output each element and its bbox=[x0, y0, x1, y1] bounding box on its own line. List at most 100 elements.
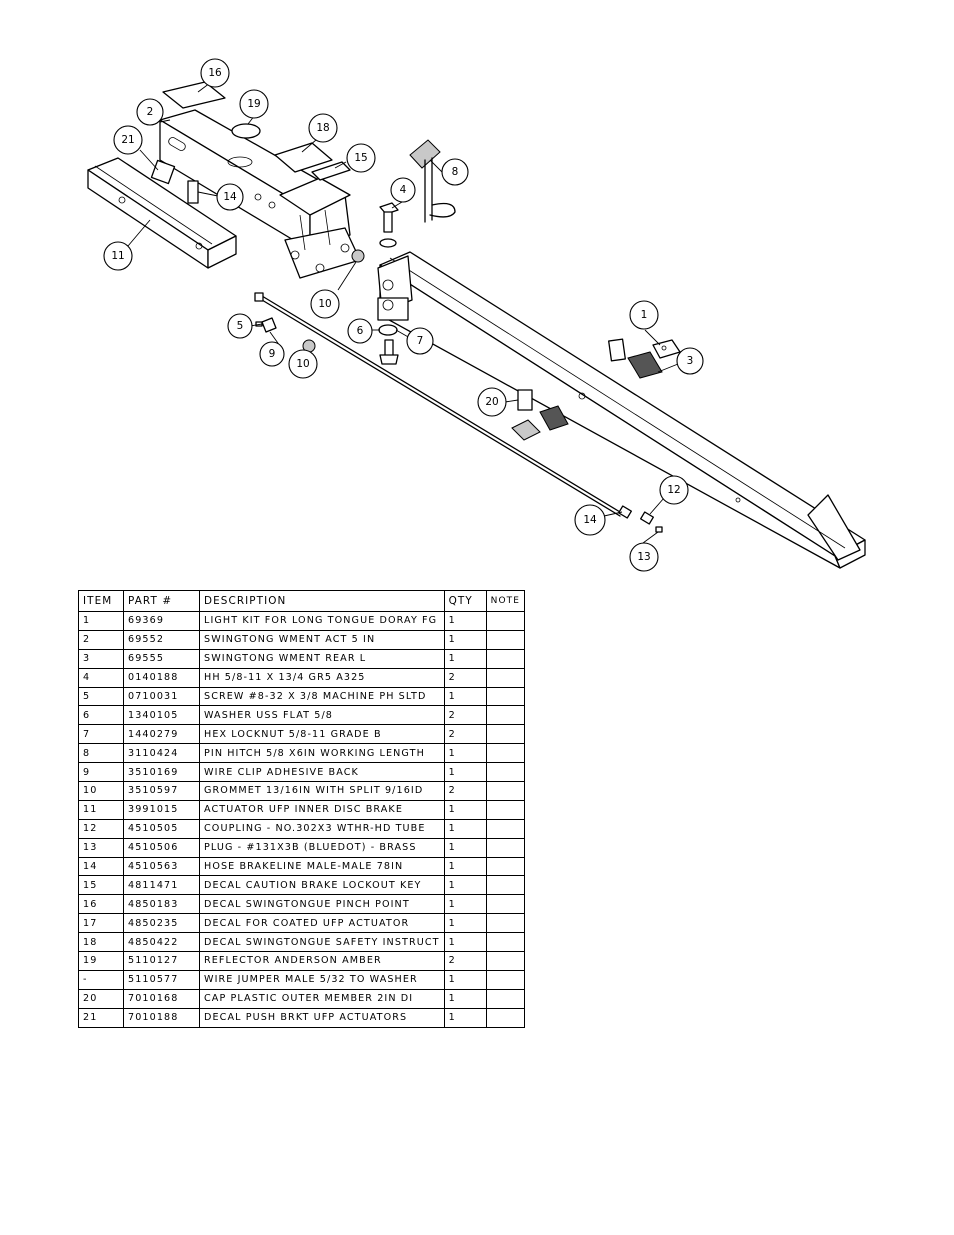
svg-text:14: 14 bbox=[583, 514, 597, 526]
callout-item-13: 13 bbox=[629, 542, 659, 572]
header-qty: QTY bbox=[443, 590, 487, 612]
row-description: LIGHT KIT FOR LONG TONGUE DORAY FG bbox=[199, 611, 445, 631]
row-qty: 1 bbox=[443, 611, 487, 631]
row-item: 2 bbox=[78, 629, 124, 650]
hitch-pin-part bbox=[409, 139, 456, 223]
row-qty: 2 bbox=[443, 705, 487, 726]
svg-text:7: 7 bbox=[417, 335, 424, 347]
exploded-assembly-diagram: 16 19 2 21 18 15 14 11 10 4 8 5 9 10 6 7… bbox=[87, 58, 866, 572]
header-part-number: PART # bbox=[123, 590, 200, 612]
row-note bbox=[485, 837, 526, 858]
row-qty: 2 bbox=[443, 667, 487, 688]
row-description: WIRE JUMPER MALE 5/32 TO WASHER bbox=[199, 969, 445, 990]
row-description: WIRE CLIP ADHESIVE BACK bbox=[199, 762, 445, 783]
row-item: 6 bbox=[78, 705, 124, 726]
row-part-number: 4850422 bbox=[123, 932, 200, 953]
bolt-lower bbox=[379, 339, 399, 365]
svg-text:4: 4 bbox=[400, 184, 407, 196]
callout-item-2: 2 bbox=[136, 98, 164, 126]
row-description: DECAL PUSH BRKT UFP ACTUATORS bbox=[199, 1007, 445, 1028]
coupling-part bbox=[640, 511, 654, 525]
row-item: - bbox=[78, 969, 124, 990]
decal-18 bbox=[274, 142, 333, 173]
row-qty: 2 bbox=[443, 781, 487, 801]
row-part-number: 3991015 bbox=[123, 799, 200, 820]
row-part-number: 69369 bbox=[123, 611, 200, 631]
row-part-number: 3510597 bbox=[123, 781, 200, 801]
actuator-part bbox=[87, 157, 237, 269]
reflector-part bbox=[511, 389, 569, 441]
svg-text:14: 14 bbox=[223, 191, 237, 203]
row-qty: 1 bbox=[443, 1007, 487, 1028]
header-note: NOTE bbox=[485, 590, 526, 612]
row-qty: 2 bbox=[443, 951, 487, 971]
svg-text:10: 10 bbox=[318, 298, 331, 310]
row-note bbox=[485, 894, 526, 915]
wire-clip-part bbox=[255, 317, 277, 333]
row-note bbox=[485, 913, 526, 934]
row-item: 8 bbox=[78, 743, 124, 764]
row-qty: 2 bbox=[443, 724, 487, 745]
row-description: DECAL CAUTION BRAKE LOCKOUT KEY bbox=[199, 875, 445, 896]
row-note bbox=[485, 611, 526, 631]
decal-21 bbox=[150, 159, 176, 185]
row-description: DECAL SWINGTONGUE SAFETY INSTRUCT bbox=[199, 932, 445, 953]
row-part-number: 0140188 bbox=[123, 667, 200, 688]
header-description: DESCRIPTION bbox=[199, 590, 445, 612]
row-note bbox=[485, 648, 526, 669]
row-qty: 1 bbox=[443, 837, 487, 858]
row-item: 10 bbox=[78, 781, 124, 801]
row-qty: 1 bbox=[443, 875, 487, 896]
row-item: 15 bbox=[78, 875, 124, 896]
row-item: 1 bbox=[78, 611, 124, 631]
row-qty: 1 bbox=[443, 648, 487, 669]
row-qty: 1 bbox=[443, 686, 487, 707]
row-item: 4 bbox=[78, 667, 124, 688]
row-description: SCREW #8-32 X 3/8 MACHINE PH SLTD bbox=[199, 686, 445, 707]
row-note bbox=[485, 724, 526, 745]
row-note bbox=[485, 743, 526, 764]
row-qty: 1 bbox=[443, 913, 487, 934]
row-part-number: 4510563 bbox=[123, 856, 200, 877]
row-description: GROMMET 13/16IN WITH SPLIT 9/16ID bbox=[199, 781, 445, 801]
row-note bbox=[485, 856, 526, 877]
callout-item-9: 9 bbox=[259, 341, 285, 367]
decal-17 bbox=[162, 81, 226, 109]
row-description: PIN HITCH 5/8 X6IN WORKING LENGTH bbox=[199, 743, 445, 764]
callout-item-1: 1 bbox=[629, 300, 659, 330]
callout-item-4: 4 bbox=[390, 177, 416, 203]
row-description: COUPLING - NO.302X3 WTHR-HD TUBE bbox=[199, 818, 445, 839]
svg-text:8: 8 bbox=[452, 166, 459, 178]
row-part-number: 5110127 bbox=[123, 951, 200, 971]
row-qty: 1 bbox=[443, 629, 487, 650]
row-note bbox=[485, 969, 526, 990]
row-qty: 1 bbox=[443, 932, 487, 953]
svg-text:13: 13 bbox=[637, 551, 650, 563]
row-item: 21 bbox=[78, 1007, 124, 1028]
bolt-4 bbox=[379, 202, 399, 233]
washer-6 bbox=[378, 324, 398, 336]
light-kit-part bbox=[608, 338, 681, 379]
rear-weldment-part bbox=[377, 251, 866, 569]
callout-item-7: 7 bbox=[406, 327, 434, 355]
svg-text:10: 10 bbox=[296, 358, 309, 370]
header-item: ITEM bbox=[78, 590, 124, 612]
row-note bbox=[485, 875, 526, 896]
row-item: 7 bbox=[78, 724, 124, 745]
row-qty: 1 bbox=[443, 743, 487, 764]
svg-text:3: 3 bbox=[687, 355, 694, 367]
row-part-number: 69552 bbox=[123, 629, 200, 650]
row-description: REFLECTOR ANDERSON AMBER bbox=[199, 951, 445, 971]
svg-text:12: 12 bbox=[667, 484, 680, 496]
